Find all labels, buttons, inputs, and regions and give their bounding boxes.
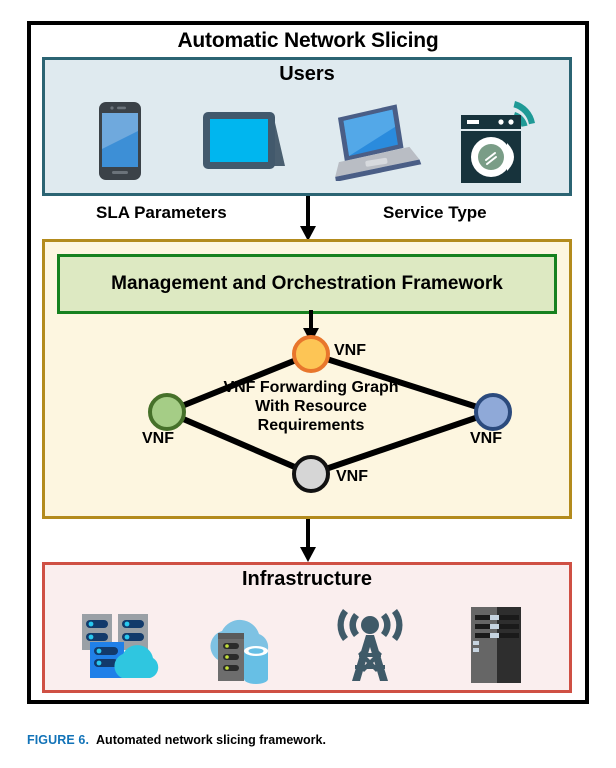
vnf-node-left-label: VNF bbox=[142, 430, 174, 447]
mano-to-infra-arrow bbox=[300, 519, 316, 562]
smart-appliance-icon bbox=[437, 93, 552, 189]
tablet-icon bbox=[187, 93, 302, 189]
server-rack-icon bbox=[439, 600, 554, 690]
figure-diagram-frame: Automatic Network Slicing Users bbox=[27, 21, 589, 704]
mano-framework-box: Management and Orchestration Framework bbox=[57, 254, 557, 314]
mano-framework-label: Management and Orchestration Framework bbox=[111, 273, 503, 294]
vnf-graph-canvas bbox=[148, 335, 512, 493]
vnf-graph-caption-line-3: Requirements bbox=[257, 417, 365, 434]
vnf-graph-caption-line-2: With Resource bbox=[255, 398, 367, 415]
cloud-servers-icon bbox=[61, 600, 176, 690]
infrastructure-panel: Infrastructure bbox=[42, 562, 572, 693]
figure-caption-text: Automated network slicing framework. bbox=[96, 733, 326, 747]
cell-tower-icon bbox=[313, 600, 428, 690]
infrastructure-resource-row bbox=[45, 597, 569, 693]
users-panel: Users bbox=[42, 57, 572, 196]
users-panel-heading: Users bbox=[279, 63, 335, 85]
laptop-icon bbox=[312, 93, 427, 189]
vnf-graph-caption: VNF Forwarding Graph With Resource Requi… bbox=[191, 378, 431, 435]
sla-parameters-label: SLA Parameters bbox=[96, 203, 227, 222]
users-to-mano-connector-labels: SLA Parameters Service Type bbox=[31, 203, 585, 233]
vnf-forwarding-graph: VNF Forwarding Graph With Resource Requi… bbox=[45, 310, 569, 516]
vnf-node-left bbox=[148, 393, 186, 431]
vnf-node-right-label: VNF bbox=[470, 430, 502, 447]
vnf-node-top bbox=[292, 335, 330, 373]
smartphone-icon bbox=[62, 93, 177, 189]
figure-caption: FIGURE 6. Automated network slicing frame… bbox=[27, 733, 326, 747]
vnf-node-right bbox=[474, 393, 512, 431]
users-device-row bbox=[45, 90, 569, 192]
service-type-label: Service Type bbox=[383, 203, 487, 222]
infrastructure-panel-heading: Infrastructure bbox=[241, 568, 373, 590]
cloud-datacenter-icon bbox=[187, 600, 302, 690]
diagram-title: Automatic Network Slicing bbox=[177, 29, 439, 52]
vnf-graph-caption-line-1: VNF Forwarding Graph bbox=[223, 379, 399, 396]
vnf-node-bottom bbox=[292, 455, 330, 493]
vnf-node-bottom-label: VNF bbox=[336, 468, 368, 485]
mano-panel: Management and Orchestration Framework bbox=[42, 239, 572, 519]
vnf-node-top-label: VNF bbox=[334, 342, 366, 359]
figure-caption-tag: FIGURE 6. bbox=[27, 733, 90, 747]
